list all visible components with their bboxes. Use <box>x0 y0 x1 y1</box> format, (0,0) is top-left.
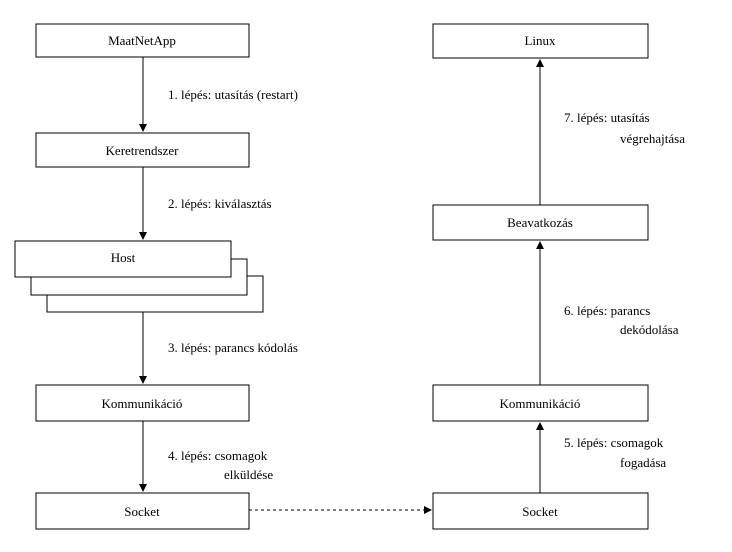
box-linux: Linux <box>432 23 649 59</box>
step-4-label-line2: elküldése <box>224 467 273 482</box>
step-7-label-line2: végrehajtása <box>620 131 685 146</box>
box-kommunikacio-left-label: Kommunikáció <box>102 396 183 411</box>
step-6-label-line1: 6. lépés: parancs <box>564 303 650 318</box>
step-3-label: 3. lépés: parancs kódolás <box>168 340 298 355</box>
host-front <box>14 240 232 278</box>
step-2-label: 2. lépés: kiválasztás <box>168 196 272 211</box>
box-kommunikacio-left: Kommunikáció <box>35 384 250 422</box>
step-5-label-line2: fogadása <box>620 455 666 470</box>
box-host-stack: Host <box>14 240 264 313</box>
box-socket-right: Socket <box>432 492 649 530</box>
box-beavatkozas-label: Beavatkozás <box>507 215 573 230</box>
box-maatnetapp: MaatNetApp <box>35 23 250 58</box>
box-socket-left-label: Socket <box>124 504 160 519</box>
step-7-label-line1: 7. lépés: utasítás <box>564 110 650 125</box>
box-linux-label: Linux <box>524 33 556 48</box>
box-keretrendszer-label: Keretrendszer <box>106 143 180 158</box>
step-6-label-line2: dekódolása <box>620 322 679 337</box>
box-keretrendszer: Keretrendszer <box>35 132 250 168</box>
box-beavatkozas: Beavatkozás <box>432 204 649 241</box>
step-4-label-line1: 4. lépés: csomagok <box>168 448 268 463</box>
step-1-label: 1. lépés: utasítás (restart) <box>168 87 298 102</box>
box-kommunikacio-right-label: Kommunikáció <box>500 396 581 411</box>
box-socket-left: Socket <box>35 492 250 530</box>
box-socket-right-label: Socket <box>522 504 558 519</box>
box-maatnetapp-label: MaatNetApp <box>108 33 176 48</box>
step-5-label-line1: 5. lépés: csomagok <box>564 435 664 450</box>
box-kommunikacio-right: Kommunikáció <box>432 384 649 422</box>
box-host-label: Host <box>111 250 136 265</box>
